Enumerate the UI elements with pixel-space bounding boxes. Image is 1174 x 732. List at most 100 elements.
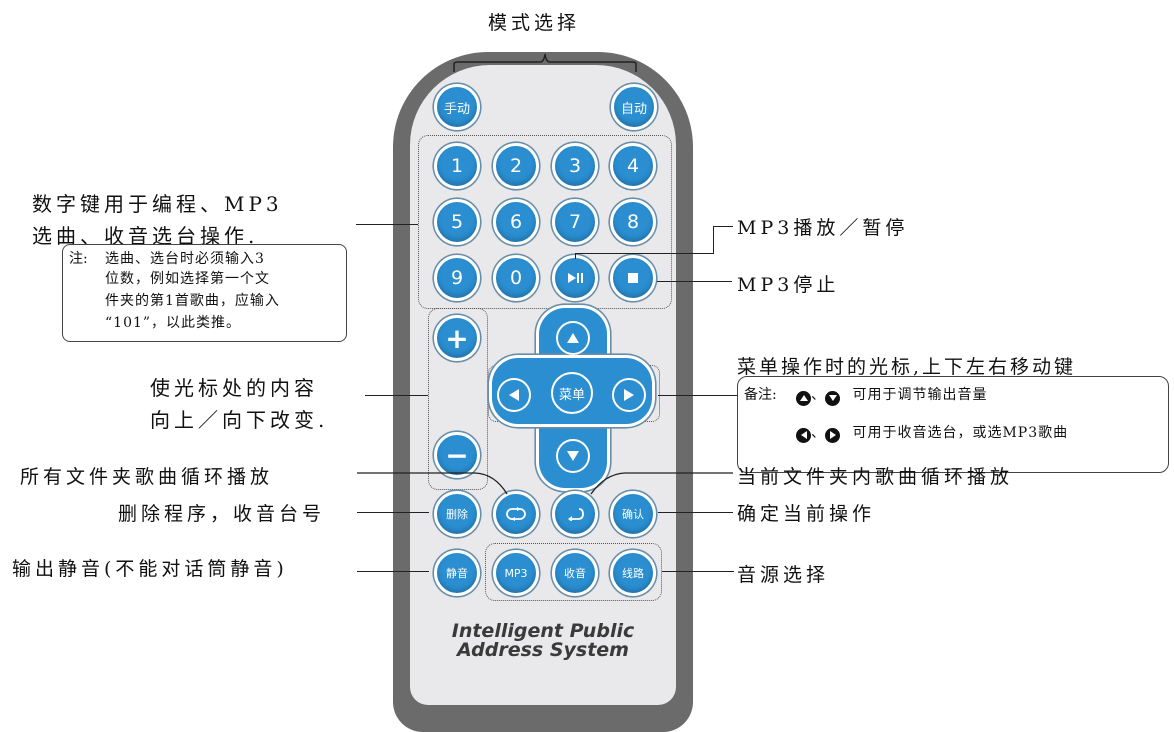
brand-text: Intelligent Public Address System bbox=[410, 622, 676, 660]
note-line-4: “101”，以此类推。 bbox=[105, 315, 242, 331]
right-button[interactable] bbox=[612, 378, 646, 412]
digit-keypad-group bbox=[418, 135, 672, 309]
note-line-1: 选曲、选台时必须输入3 bbox=[105, 251, 265, 267]
remark-sep-2: 、 bbox=[811, 425, 825, 441]
line-in-button[interactable]: 线路 bbox=[610, 550, 656, 596]
mp3-stop-label: MP3停止 bbox=[737, 274, 840, 296]
play-pause-leader-h bbox=[713, 226, 733, 228]
mp3-label: MP3 bbox=[504, 566, 528, 580]
menu-label: 菜单 bbox=[558, 387, 585, 403]
mode-select-label: 模式选择 bbox=[488, 12, 581, 34]
stop-icon bbox=[628, 273, 638, 283]
digit-label: 2 bbox=[509, 155, 523, 177]
down-arrow-icon bbox=[567, 451, 579, 461]
play-pause-leader-h2 bbox=[575, 253, 714, 255]
remark-line-2: 可用于收音选台，或选MP3歌曲 bbox=[852, 425, 1069, 441]
remark-box: 备注: 、 可用于调节输出音量 、 可用于收音选台，或选MP3歌曲 bbox=[737, 376, 1169, 473]
mp3-play-pause-label: MP3播放／暂停 bbox=[737, 217, 909, 239]
note-line-3: 件夹的第1首歌曲，应输入 bbox=[105, 293, 280, 309]
down-mini-icon bbox=[825, 390, 840, 406]
mute-desc-label: 输出静音(不能对话筒静音) bbox=[12, 558, 288, 580]
auto-label: 自动 bbox=[620, 101, 647, 117]
left-mini-icon bbox=[796, 427, 811, 443]
stop-button[interactable] bbox=[610, 255, 656, 301]
cursor-leader bbox=[365, 395, 428, 397]
menu-cursor-leader bbox=[658, 395, 738, 397]
mp3-button[interactable]: MP3 bbox=[493, 550, 539, 596]
repeat-folder-icon bbox=[568, 508, 584, 521]
digit-2-button[interactable]: 2 bbox=[493, 143, 539, 189]
digit-label: 7 bbox=[568, 211, 582, 233]
up-button[interactable] bbox=[556, 321, 590, 355]
brand-line-2: Address System bbox=[457, 639, 629, 661]
left-button[interactable] bbox=[497, 378, 531, 412]
mute-leader bbox=[357, 571, 429, 573]
repeat-all-icon bbox=[506, 507, 526, 521]
digit-8-button[interactable]: 8 bbox=[610, 199, 656, 245]
note-label: 注: bbox=[69, 251, 88, 267]
brand-line-1: Intelligent Public bbox=[451, 620, 635, 642]
digit-3-button[interactable]: 3 bbox=[552, 143, 598, 189]
mute-label: 静音 bbox=[446, 567, 468, 580]
manual-label: 手动 bbox=[443, 101, 470, 117]
digit-label: 8 bbox=[626, 211, 640, 233]
digit-0-button[interactable]: 0 bbox=[493, 255, 539, 301]
remark-row-2: 、 可用于收音选台，或选MP3歌曲 bbox=[796, 423, 1068, 443]
remark-row-1: 、 可用于调节输出音量 bbox=[796, 385, 987, 406]
radio-button[interactable]: 收音 bbox=[552, 550, 598, 596]
menu-cursor-label: 菜单操作时的光标,上下左右移动键 bbox=[737, 356, 1077, 378]
menu-button[interactable]: 菜单 bbox=[551, 372, 593, 414]
remark-label: 备注: bbox=[744, 387, 777, 403]
digit-6-button[interactable]: 6 bbox=[493, 199, 539, 245]
digit-label: 5 bbox=[450, 211, 464, 233]
digit-4-button[interactable]: 4 bbox=[610, 143, 656, 189]
manual-button[interactable]: 手动 bbox=[434, 84, 480, 130]
repeat-all-label: 所有文件夹歌曲循环播放 bbox=[20, 466, 274, 488]
delete-desc-label: 删除程序，收音台号 bbox=[118, 503, 326, 525]
digits-desc-line1: 数字键用于编程、MP3 bbox=[32, 192, 283, 216]
confirm-label: 确认 bbox=[622, 508, 644, 521]
plus-button[interactable]: + bbox=[434, 315, 480, 361]
confirm-desc-label: 确定当前操作 bbox=[737, 503, 876, 525]
stop-leader bbox=[657, 281, 732, 283]
digit-label: 3 bbox=[568, 155, 582, 177]
digit-7-button[interactable]: 7 bbox=[552, 199, 598, 245]
plus-label: + bbox=[445, 321, 469, 355]
radio-label: 收音 bbox=[564, 567, 586, 580]
line-in-label: 线路 bbox=[622, 567, 644, 580]
repeat-all-button[interactable] bbox=[493, 491, 539, 537]
remark-line-1: 可用于调节输出音量 bbox=[852, 387, 988, 403]
play-pause-leader-v bbox=[713, 226, 715, 254]
cursor-desc-line1: 使光标处的内容 bbox=[150, 376, 318, 400]
note-box: 注: 选曲、选台时必须输入3 位数，例如选择第一个文 件夹的第1首歌曲，应输入 … bbox=[62, 244, 347, 342]
delete-button[interactable]: 删除 bbox=[434, 491, 480, 537]
digits-leader bbox=[356, 224, 418, 226]
repeat-folder-leader bbox=[590, 472, 733, 495]
digit-label: 6 bbox=[509, 211, 523, 233]
digit-label: 4 bbox=[626, 155, 640, 177]
up-mini-icon bbox=[796, 390, 811, 406]
play-pause-leader-tick bbox=[575, 253, 577, 259]
repeat-folder-button[interactable] bbox=[552, 491, 598, 537]
digit-9-button[interactable]: 9 bbox=[434, 255, 480, 301]
mute-button[interactable]: 静音 bbox=[434, 550, 480, 596]
right-mini-icon bbox=[825, 427, 840, 443]
source-desc-label: 音源选择 bbox=[737, 564, 830, 586]
auto-button[interactable]: 自动 bbox=[611, 84, 657, 130]
mode-select-brace bbox=[453, 53, 637, 72]
play-pause-icon bbox=[567, 273, 583, 283]
remark-sep-1: 、 bbox=[811, 387, 825, 403]
digit-label: 1 bbox=[450, 155, 464, 177]
note-line-2: 位数，例如选择第一个文 bbox=[105, 271, 270, 287]
left-arrow-icon bbox=[509, 389, 519, 401]
digit-1-button[interactable]: 1 bbox=[434, 143, 480, 189]
digit-5-button[interactable]: 5 bbox=[434, 199, 480, 245]
source-leader bbox=[662, 571, 734, 573]
play-pause-button[interactable] bbox=[552, 255, 598, 301]
cursor-desc-line2: 向上／向下改变. bbox=[150, 408, 329, 432]
delete-leader bbox=[357, 512, 429, 514]
digit-label: 9 bbox=[450, 267, 464, 289]
down-button[interactable] bbox=[556, 439, 590, 473]
repeat-all-leader bbox=[357, 472, 508, 495]
repeat-folder-label: 当前文件夹内歌曲循环播放 bbox=[737, 466, 1014, 488]
